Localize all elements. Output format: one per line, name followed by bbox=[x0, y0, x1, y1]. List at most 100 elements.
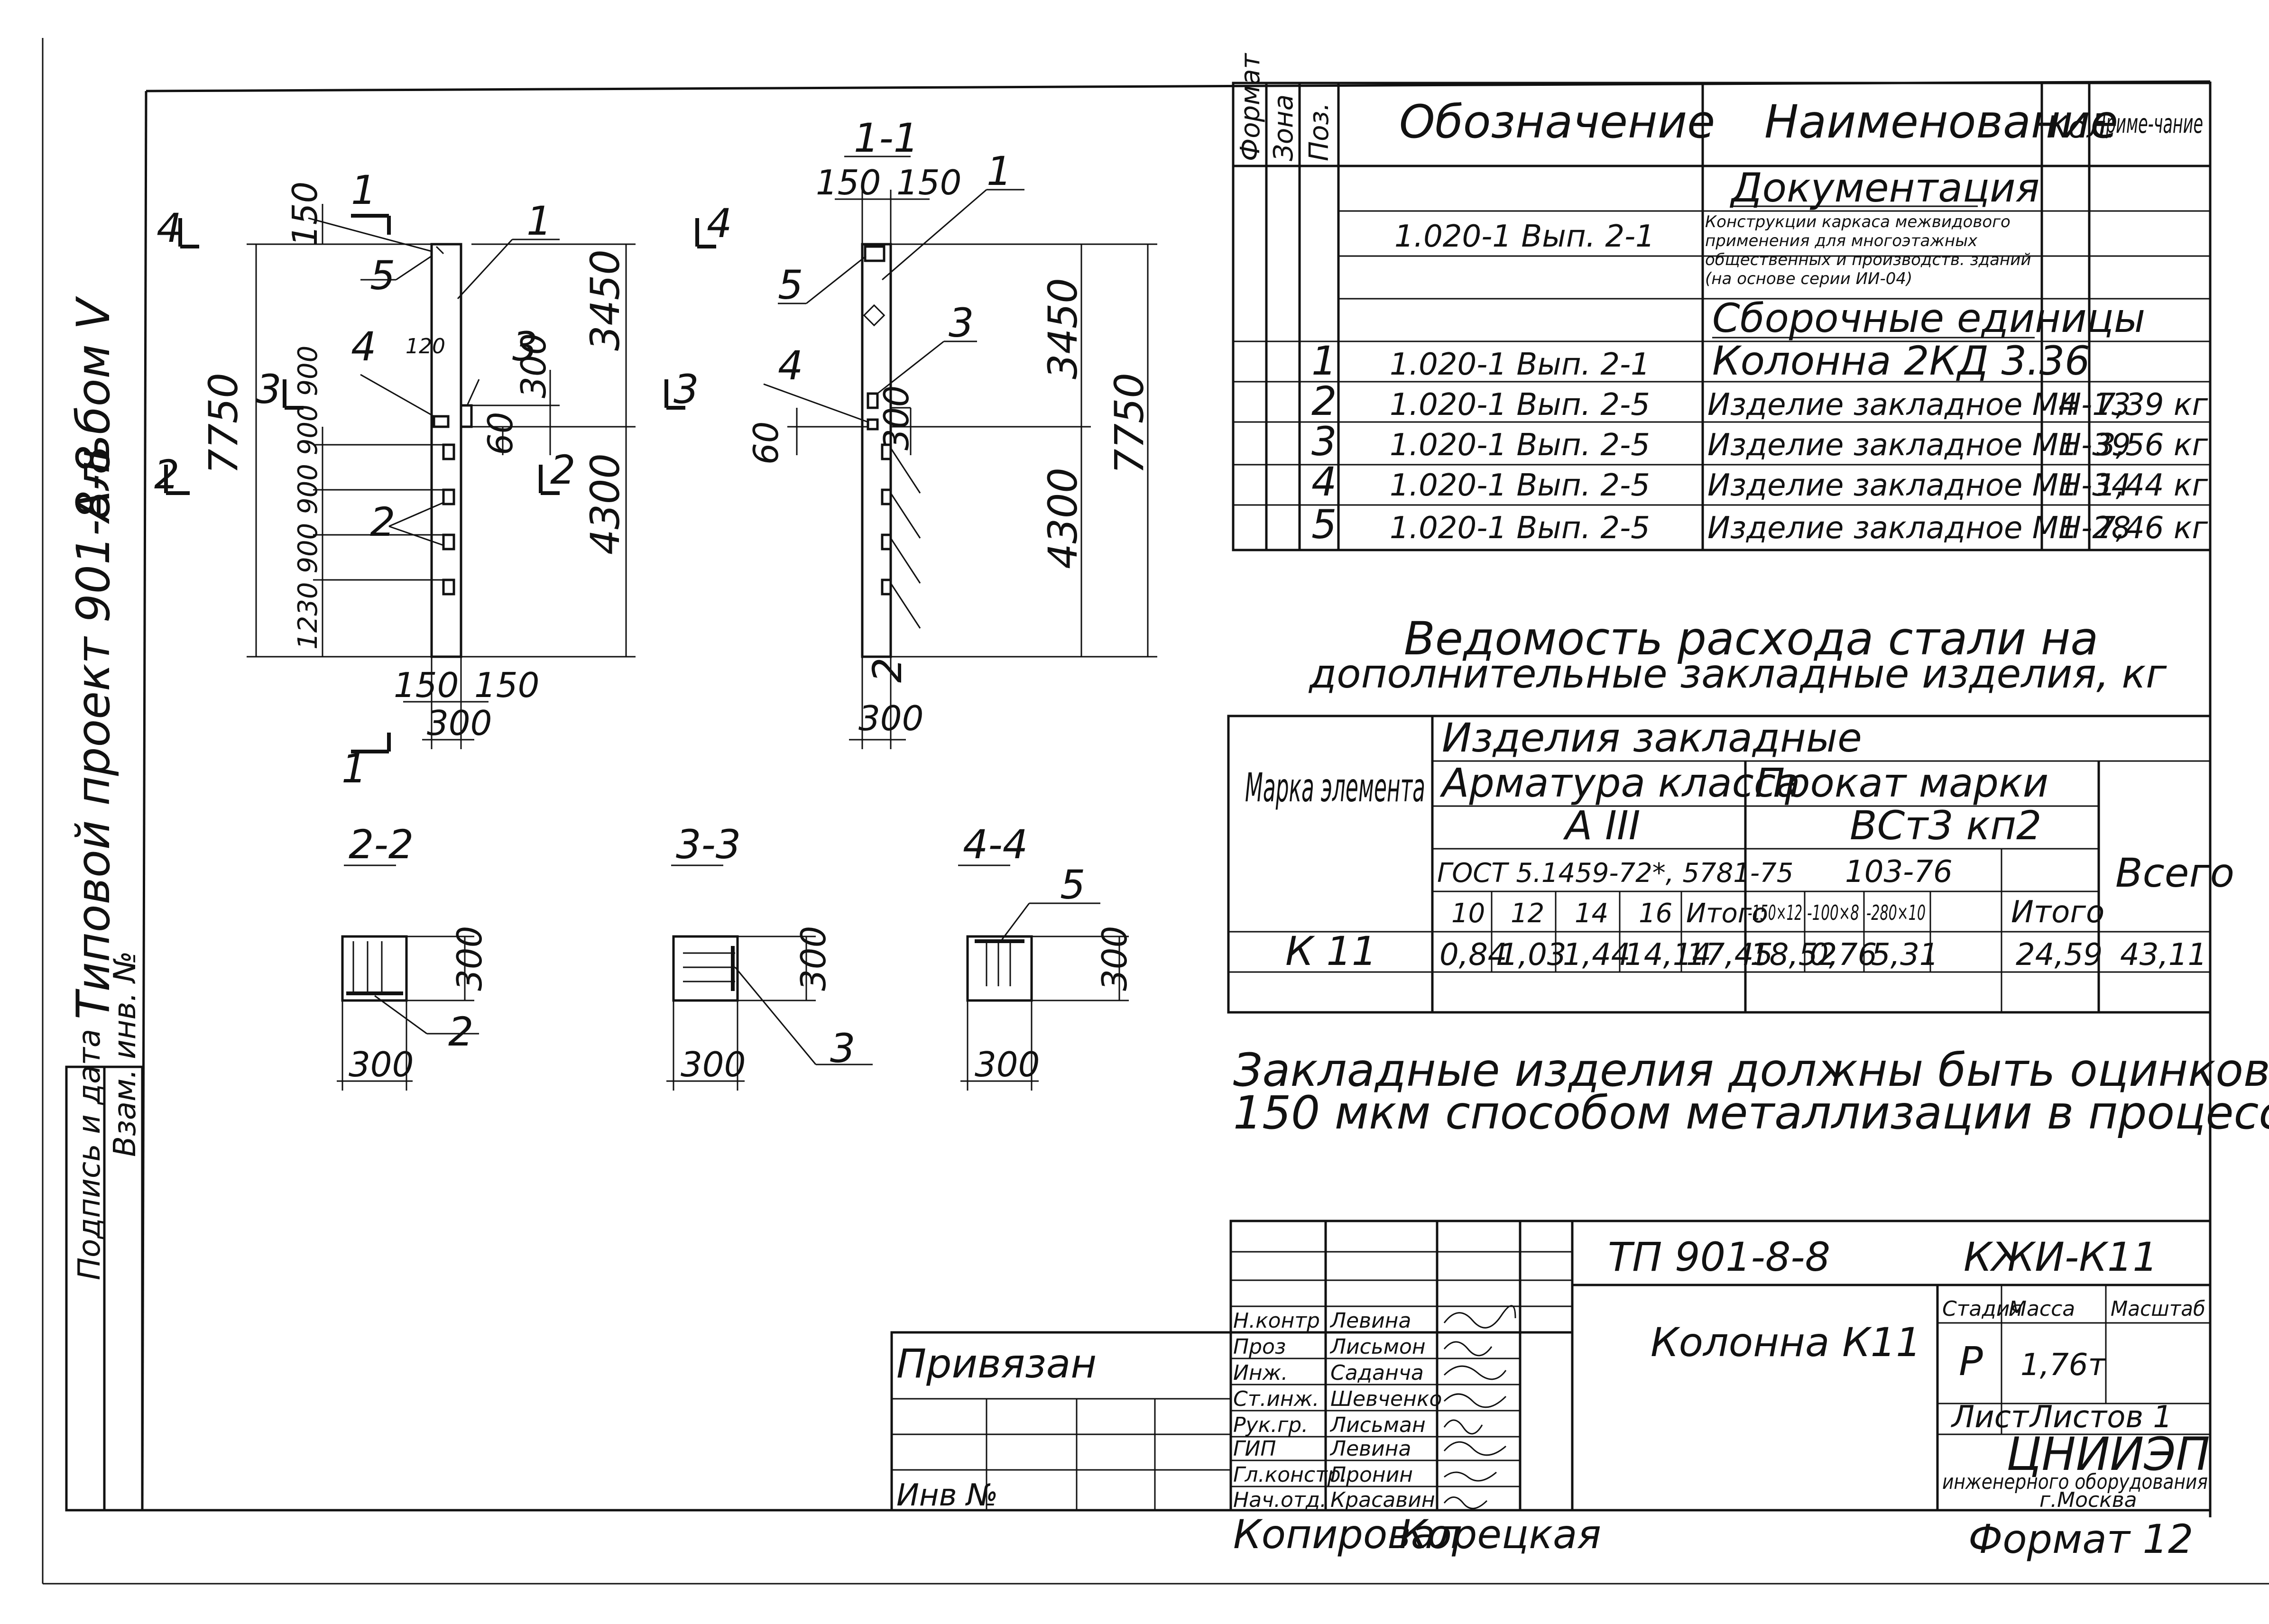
s11-dim-150a: 150 bbox=[816, 163, 881, 202]
pos-4-main: 4 bbox=[351, 323, 376, 370]
steel-head-items: Изделия закладные bbox=[1442, 715, 1862, 761]
spec-row-qty: 1 bbox=[2058, 428, 2078, 463]
pos-5-main: 5 bbox=[370, 252, 395, 299]
section-1-1: 1-1 150 150 3450 77 bbox=[746, 115, 1157, 749]
steel-col-header: -100×8 bbox=[1807, 901, 1859, 925]
steel-table: Ведомость расхода стали на дополнительны… bbox=[1227, 612, 2234, 1014]
steel-cell: 17,45 bbox=[1686, 937, 1773, 973]
spec-row-designation: 1.020-1 Вып. 2-5 bbox=[1390, 387, 1650, 422]
section-2-2: 2-2 300 300 2 bbox=[337, 821, 489, 1091]
side-project-title: Типовой проект 901-8-8 bbox=[67, 445, 120, 1019]
s11-dim-300: 300 bbox=[876, 385, 916, 450]
spec-row-name: Документация bbox=[1729, 165, 2039, 211]
spec-row-designation: 1.020-1 Вып. 2-5 bbox=[1390, 468, 1650, 503]
section-3-3-title: 3-3 bbox=[676, 821, 741, 868]
section-3-3: 3-3 300 300 3 bbox=[666, 821, 873, 1091]
spec-row-name: Изделие закладное МН-28 bbox=[1707, 511, 2131, 546]
dim-spacings: 1230 900 900 900 900 bbox=[293, 346, 323, 650]
spec-row-designation: 1.020-1 Вып. 2-1 bbox=[1390, 347, 1650, 382]
s44-dim-h: 300 bbox=[1095, 926, 1134, 991]
s11-dim-3450: 3450 bbox=[1040, 278, 1086, 379]
s11-dim-4300: 4300 bbox=[1040, 468, 1086, 569]
consol-element bbox=[460, 404, 473, 428]
steel-head-rebar-gost: ГОСТ 5.1459-72*, 5781-75 bbox=[1437, 858, 1793, 889]
s22-dim-w: 300 bbox=[349, 1045, 414, 1084]
tb-role: Рук.гр. bbox=[1233, 1413, 1308, 1437]
tb-name: Красавин bbox=[1330, 1488, 1435, 1512]
tb-name: Левина bbox=[1329, 1437, 1411, 1461]
s11-pos-2: 2 bbox=[864, 658, 911, 683]
dim-150a: 150 bbox=[394, 665, 459, 705]
s11-dim-300-width: 300 bbox=[858, 698, 923, 738]
steel-cell: 5,31 bbox=[1871, 937, 1939, 973]
tb-roles: Н.контр Проз Инж. Ст.инж. Рук.гр. ГИП Гл… bbox=[1233, 1309, 1347, 1512]
spec-row-name: Изделие закладное МН-13 bbox=[1707, 387, 2131, 422]
cut-4-right: 4 bbox=[707, 200, 732, 247]
cut-4-left: 4 bbox=[157, 205, 182, 251]
tb-signatures bbox=[1443, 1305, 1516, 1509]
spec-row: 4 1.020-1 Вып. 2-5 Изделие закладное МН-… bbox=[1311, 459, 2208, 505]
spec-row-note: 7,46 кг bbox=[2096, 511, 2208, 546]
spec-head-format: Формат bbox=[1235, 53, 1266, 161]
spec-row-designation: 1.020-1 Вып. 2-1 bbox=[1394, 219, 1655, 254]
cut-2-left: 2 bbox=[154, 451, 179, 498]
spec-row: 3 1.020-1 Вып. 2-5 Изделие закладное МН-… bbox=[1311, 418, 2208, 465]
tb-copied-label: Копировал bbox=[1233, 1511, 1461, 1558]
spec-row-qty: 1 bbox=[2058, 511, 2078, 546]
spec-row-designation: 1.020-1 Вып. 2-5 bbox=[1390, 511, 1650, 546]
dim-7750: 7750 bbox=[200, 373, 247, 474]
main-elevation: 7750 3450 4300 150 120 300 60 1230 900 9… bbox=[154, 167, 732, 792]
s11-pos-4: 4 bbox=[778, 342, 803, 389]
tb-stage: Р bbox=[1959, 1338, 1983, 1385]
tb-mass-label: Масса bbox=[2009, 1297, 2075, 1321]
side-margin: Подпись и дата Взам. инв. № Типовой прое… bbox=[65, 296, 144, 1512]
steel-head-total: Всего bbox=[2115, 850, 2234, 896]
tb-copied-name: Корецкая bbox=[1399, 1511, 1601, 1558]
cut-3-right: 3 bbox=[673, 366, 699, 413]
spec-row-name: Изделие закладное МН-39 bbox=[1707, 428, 2131, 463]
tb-names: Левина Лисьмон Саданча Шевченко Лисьман … bbox=[1329, 1309, 1442, 1512]
spec-head-pos: Поз. bbox=[1304, 102, 1335, 161]
steel-cell: 0,76 bbox=[1809, 937, 1877, 973]
tb-role: Инж. bbox=[1233, 1361, 1288, 1385]
spec-row: 1 1.020-1 Вып. 2-1 Колонна 2КД 3.36 bbox=[1311, 338, 2090, 384]
s44-dim-w: 300 bbox=[975, 1045, 1040, 1084]
pos-1-main: 1 bbox=[526, 198, 552, 244]
dim-60: 60 bbox=[480, 412, 520, 455]
tb-stage-label: Стадия bbox=[1942, 1297, 2022, 1321]
steel-head-rebar-class: А III bbox=[1563, 802, 1640, 849]
specification-table: Формат Зона Поз. Обозначение Наименовани… bbox=[1232, 53, 2212, 551]
tb-name: Левина bbox=[1329, 1309, 1411, 1333]
s11-pos-5: 5 bbox=[778, 262, 803, 308]
tb-mass: 1,76т bbox=[2020, 1348, 2107, 1383]
cut-2-right: 2 bbox=[550, 447, 575, 493]
s11-dim-7750: 7750 bbox=[1106, 373, 1153, 474]
spec-row-qty: 4 bbox=[2058, 387, 2078, 422]
tb-org-1: ЦНИИЭП bbox=[2006, 1428, 2210, 1481]
spec-row-name: Сборочные единицы bbox=[1712, 295, 2145, 341]
spec-row-note: 3,56 кг bbox=[2096, 428, 2208, 463]
spec-row: Сборочные единицы bbox=[1712, 295, 2145, 341]
steel-col-header: 12 bbox=[1511, 898, 1544, 929]
dim-120: 120 bbox=[406, 334, 445, 358]
tb-role: Проз bbox=[1233, 1335, 1286, 1359]
cut-1-top: 1 bbox=[351, 167, 376, 213]
steel-col-header: 16 bbox=[1639, 898, 1672, 929]
tb-role: Нач.отд. bbox=[1233, 1488, 1327, 1512]
cut-1-bottom: 1 bbox=[341, 745, 367, 792]
steel-cell: 0,84 bbox=[1439, 937, 1507, 973]
spec-row-note: 7,39 кг bbox=[2096, 387, 2208, 422]
steel-cell: 18,52 bbox=[1750, 937, 1837, 973]
tb-name: Лисьмон bbox=[1329, 1335, 1426, 1359]
pos-3-main: 3 bbox=[512, 323, 537, 370]
title-block: Привязан Инв № Н.контр Проз Инж. Ст.инж.… bbox=[890, 1220, 2212, 1562]
tb-object: Колонна К11 bbox=[1651, 1319, 1921, 1366]
spec-row-pos: 2 bbox=[1311, 378, 1337, 424]
steel-cell: 1,44 bbox=[1563, 937, 1631, 973]
s33-dim-w: 300 bbox=[681, 1045, 746, 1084]
steel-col-header: 10 bbox=[1451, 898, 1485, 929]
tb-sheets-label: Листов 1 bbox=[2029, 1400, 2172, 1435]
section-2-2-title: 2-2 bbox=[349, 821, 414, 868]
pos-2-main: 2 bbox=[370, 499, 395, 545]
